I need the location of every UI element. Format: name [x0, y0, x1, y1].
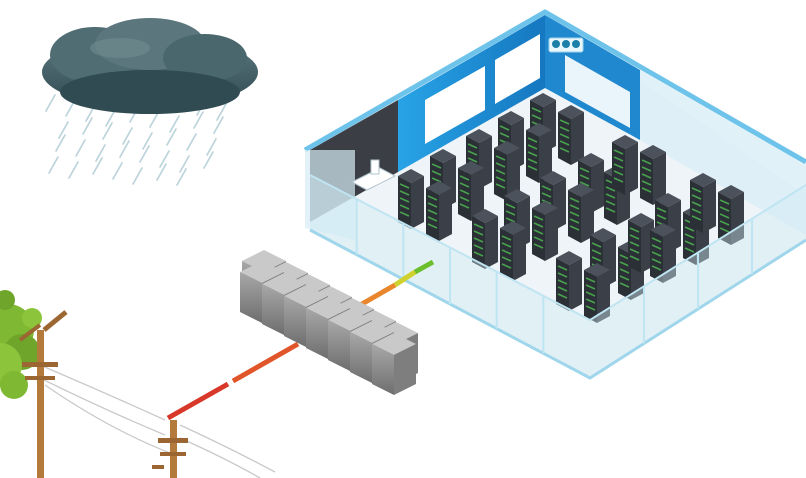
server-rack-icon: [590, 228, 616, 288]
raindrop: [58, 121, 69, 139]
server-rack-icon: [690, 173, 716, 233]
server-rack-icon: [458, 161, 484, 221]
server-rack-icon: [494, 141, 520, 201]
battery-icon: [372, 333, 416, 395]
server-rack-icon: [612, 135, 638, 195]
desk: [350, 159, 397, 191]
server-rack-icon: [500, 221, 526, 281]
raindrop: [186, 133, 197, 151]
power-cable: [166, 259, 435, 421]
raindrop: [68, 161, 79, 179]
power-lines: [39, 364, 276, 478]
utility-pole-icon: [18, 310, 68, 478]
room-glass-right: [640, 70, 806, 235]
vent-icon: [572, 40, 580, 48]
raindrop: [92, 157, 103, 175]
raindrop: [159, 150, 170, 168]
wall-window: [565, 55, 630, 128]
wall-window: [425, 66, 485, 144]
server-rack-icon: [398, 169, 424, 229]
raindrop: [139, 145, 150, 163]
battery-ups-bank: [240, 250, 418, 395]
raindrop: [48, 156, 59, 174]
raindrop: [213, 116, 224, 134]
server-rack-icon: [718, 185, 744, 245]
raindrop: [156, 163, 167, 181]
raindrop: [132, 167, 143, 185]
raindrop: [216, 103, 227, 121]
raindrop: [82, 117, 93, 135]
raindrop: [122, 127, 133, 145]
server-rack-icon: [628, 213, 654, 273]
wall-window: [495, 34, 540, 104]
raindrop: [45, 94, 56, 112]
storm-cloud: [42, 18, 258, 186]
raindrop: [102, 122, 113, 140]
wall-top-edge: [303, 9, 806, 165]
raindrop: [176, 168, 187, 186]
vent-icon: [552, 40, 560, 48]
raindrop: [75, 139, 86, 157]
tree: [0, 290, 42, 399]
server-racks: [398, 93, 744, 323]
raindrop: [179, 155, 190, 173]
raindrop: [112, 162, 123, 180]
raindrop: [119, 140, 130, 158]
server-rack-icon: [650, 223, 676, 283]
server-rack-icon: [472, 209, 498, 269]
server-rack-icon: [568, 183, 594, 243]
server-rack-icon: [426, 181, 452, 241]
raindrop: [142, 132, 153, 150]
cloud-icon: [42, 18, 258, 114]
server-rack-icon: [526, 123, 552, 183]
server-rack-icon: [640, 145, 666, 205]
vent-icon: [562, 40, 570, 48]
glass-mullions: [355, 199, 753, 354]
server-rack-icon: [532, 201, 558, 261]
raindrop: [166, 128, 177, 146]
raindrop: [206, 138, 217, 156]
server-rack-icon: [558, 105, 584, 165]
raindrop: [169, 115, 180, 133]
room-glass-left: [305, 150, 355, 240]
raindrop: [105, 109, 116, 127]
raindrop: [193, 111, 204, 129]
air-vents: [548, 37, 584, 53]
rain: [45, 94, 227, 186]
raindrop: [95, 144, 106, 162]
raindrop: [55, 134, 66, 152]
utility-pole-icon: [152, 420, 188, 478]
server-rack-icon: [556, 251, 582, 311]
raindrop: [203, 151, 214, 169]
